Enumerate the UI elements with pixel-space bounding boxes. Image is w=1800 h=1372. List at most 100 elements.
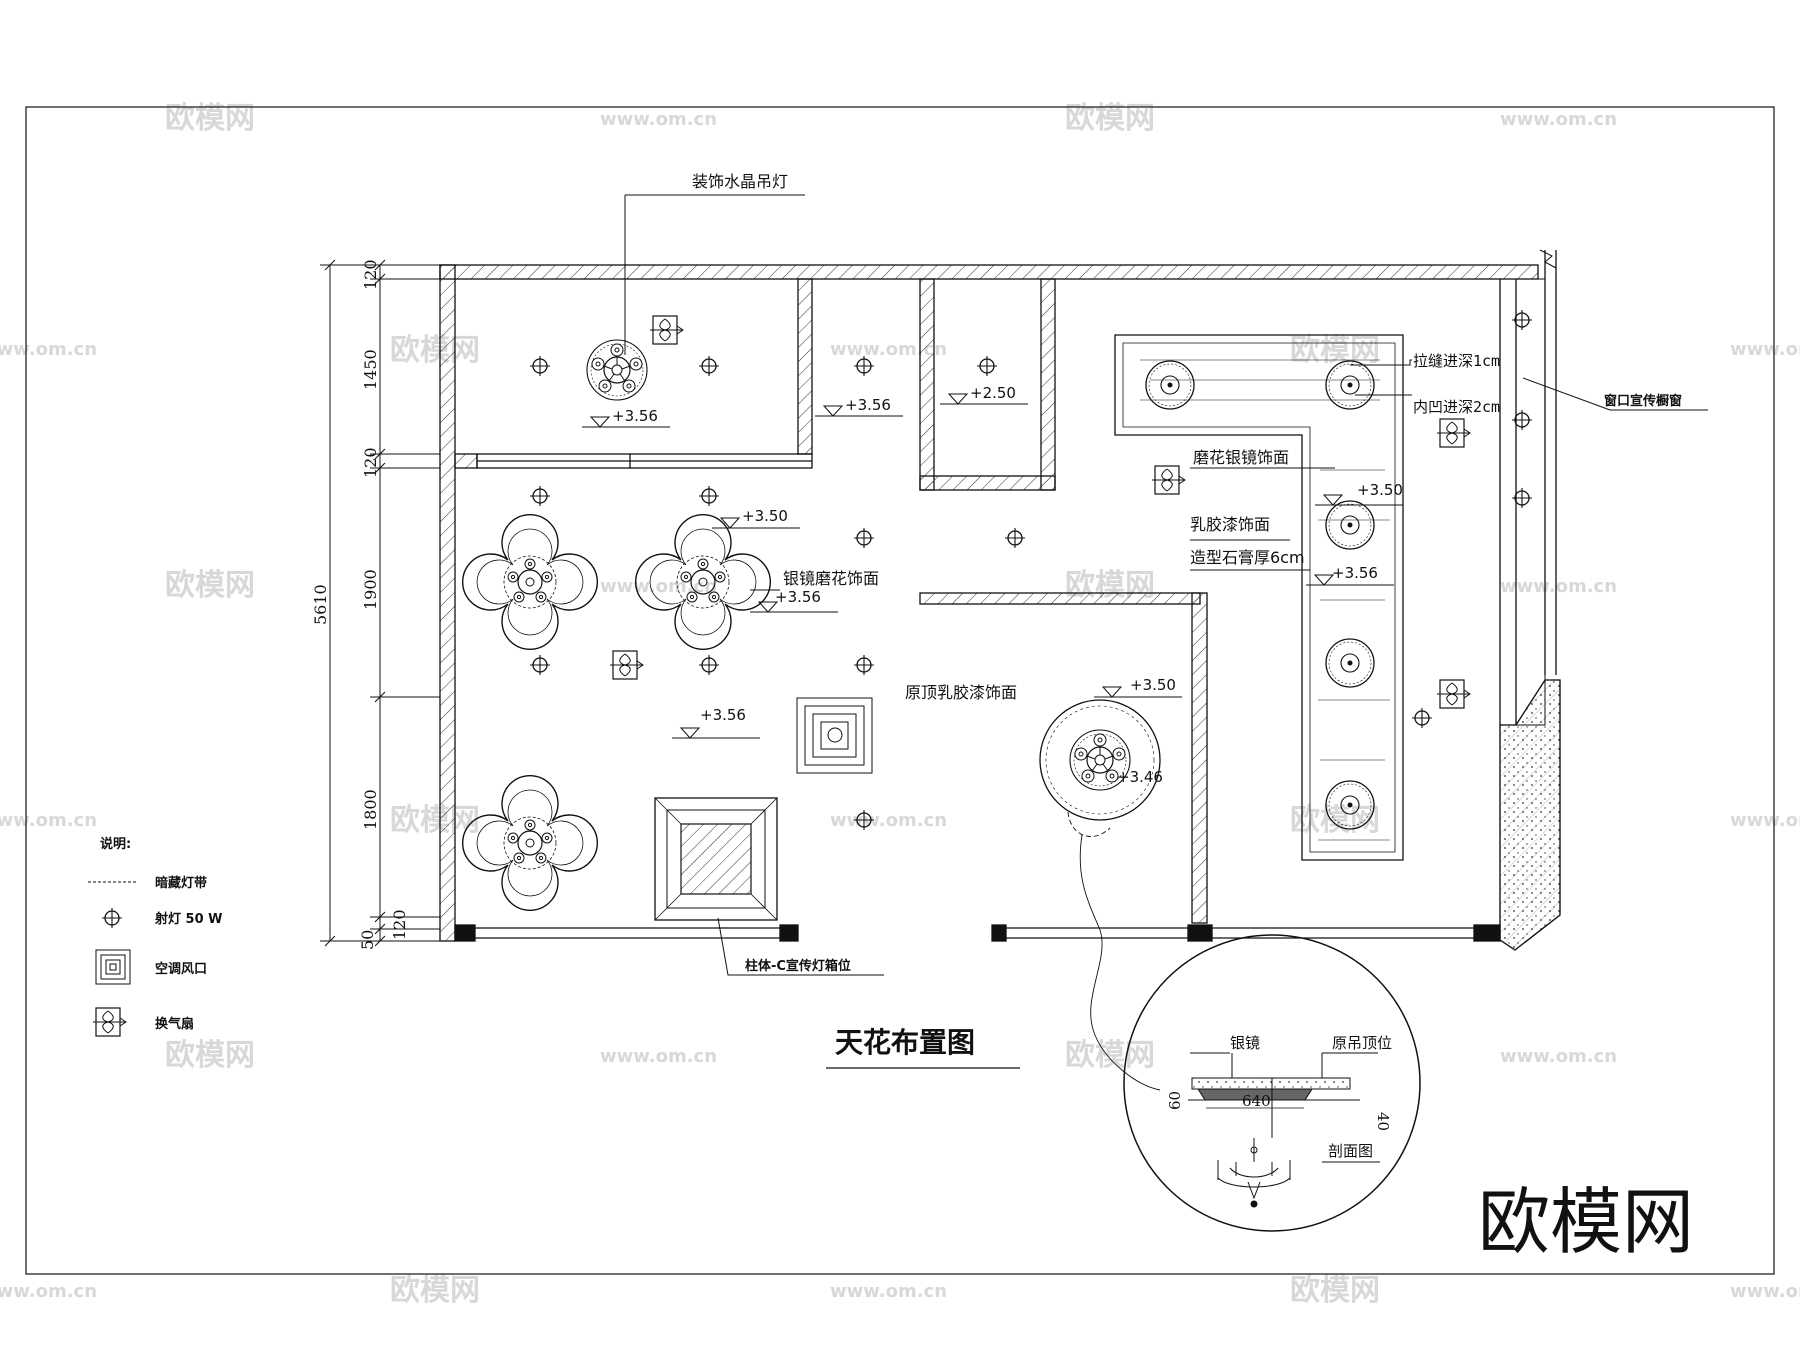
watermark-brand: 欧模网: [390, 803, 480, 838]
drawing-title: 天花布置图: [835, 1026, 975, 1059]
legend-ac-vent-icon: [95, 949, 131, 985]
dimension-segment: 1800: [361, 789, 380, 830]
downlight: [1325, 360, 1375, 410]
section-width-dim: 640: [1242, 1092, 1271, 1110]
spotlight-icon: [1511, 309, 1533, 331]
annotations: 装饰水晶吊灯 拉缝进深1cm 内凹进深2cm 窗口宣传橱窗 磨花银镜饰面 乳胶漆…: [692, 172, 1682, 974]
exhaust-fan-icon: [1436, 679, 1471, 709]
elevation-label: +3.46: [1117, 768, 1163, 786]
watermark-brand: 欧模网: [1290, 803, 1380, 838]
drawing-border: [25, 106, 1775, 1275]
spotlight-icon: [1004, 527, 1026, 549]
dimension-segment: 1450: [361, 349, 380, 390]
latex-paint-label: 乳胶漆饰面: [1190, 515, 1270, 534]
dimension-segment: 50: [358, 930, 377, 950]
downlight: [1325, 500, 1375, 550]
watermark-logo: 欧模网: [1478, 1180, 1694, 1264]
downlight: [1325, 638, 1375, 688]
legend-item-label: 空调风口: [155, 961, 207, 977]
spotlight-icon: [853, 527, 875, 549]
dimension-segment: 120: [361, 259, 380, 290]
window-display-strip: [1499, 278, 1546, 726]
legend-spotlight-icon: [101, 907, 123, 929]
round-chandelier: [1039, 699, 1161, 837]
spotlight-icon: [529, 355, 551, 377]
watermark-brand: 欧模网: [1290, 1273, 1380, 1308]
slot-depth-label: 拉缝进深1cm: [1413, 352, 1500, 370]
crystal-chandelier-icon: [586, 339, 648, 401]
elevation-label: +3.56: [1332, 564, 1378, 582]
elevation-label: +3.50: [742, 507, 788, 525]
watermark-brand: 欧模网: [165, 1038, 255, 1073]
recess-depth-label: 内凹进深2cm: [1413, 398, 1500, 416]
section-right-dim: 40: [1374, 1112, 1392, 1131]
watermark-url: www.om.cn: [600, 109, 717, 130]
window-display-label: 窗口宣传橱窗: [1604, 393, 1682, 409]
spotlight-icon: [853, 654, 875, 676]
watermark-url: www.om.cn: [0, 1281, 97, 1302]
watermark-brand: 欧模网: [1065, 1038, 1155, 1073]
section-detail: 银镜 原吊顶位 640 60 40 剖面图: [1123, 934, 1421, 1232]
spotlight-icon: [529, 485, 551, 507]
legend-title: 说明:: [100, 836, 131, 852]
spotlight-icon: [698, 355, 720, 377]
spotlight-icon: [1511, 409, 1533, 431]
pendant-chandelier-icon: [1217, 1138, 1291, 1208]
title-block: 天花布置图: [826, 1026, 1020, 1069]
elevation-label: +3.50: [1130, 676, 1176, 694]
section-mirror-label: 银镜: [1230, 1034, 1260, 1052]
downlight: [1145, 360, 1195, 410]
spotlight-icon: [698, 654, 720, 676]
watermark-url: www.om.cn: [1730, 339, 1800, 360]
watermark-brand: 欧模网: [1290, 333, 1380, 368]
exhaust-fan-icon: [649, 315, 684, 345]
elevation-markers: +3.56 +3.56 +2.50 +3.50 +3.56 +3.50 +3.5…: [581, 384, 1404, 786]
dimension-segment: 120: [361, 447, 380, 478]
walls: [439, 249, 1561, 951]
watermark-url: www.om.cn: [830, 339, 947, 360]
legend: 说明: 暗藏灯带 射灯 50 W 空调风口 换气扇: [88, 836, 222, 1037]
clover-chandelier-icon: [461, 774, 599, 912]
spotlight-icon: [976, 355, 998, 377]
spotlight-icon: [1511, 487, 1533, 509]
leader-lines: [624, 194, 1708, 1091]
spotlight-icon: [529, 654, 551, 676]
column-lightbox-label: 柱体-C宣传灯箱位: [745, 958, 851, 974]
exhaust-fan-icon: [1436, 418, 1471, 448]
exhaust-fans: [609, 315, 1471, 709]
dimension-segment: 120: [390, 909, 409, 940]
legend-item-label: 射灯 50 W: [154, 911, 222, 927]
watermark-url: www.om.cn: [830, 1281, 947, 1302]
legend-item-label: 暗藏灯带: [155, 875, 207, 891]
watermark-url: www.om.cn: [1500, 576, 1617, 597]
watermark-layer: 欧模网 www.om.cn 欧模网 www.om.cn www.om.cn 欧模…: [0, 101, 1800, 1308]
watermark-brand: 欧模网: [165, 568, 255, 603]
elevation-label: +3.56: [845, 396, 891, 414]
silver-mirror-frosted-label: 银镜磨花饰面: [783, 569, 879, 588]
watermark-url: www.om.cn: [830, 810, 947, 831]
watermark-url: www.om.cn: [0, 810, 97, 831]
crystal-chandelier-label: 装饰水晶吊灯: [692, 172, 788, 191]
column-lightbox: [654, 797, 778, 921]
exhaust-fan-icon: [1151, 465, 1186, 495]
watermark-brand: 欧模网: [390, 333, 480, 368]
watermark-brand: 欧模网: [1065, 101, 1155, 136]
spotlight-icon: [1411, 707, 1433, 729]
clover-chandelier-icon: [461, 513, 599, 651]
elevation-label: +3.50: [1357, 481, 1403, 499]
dimension-chain: [320, 259, 440, 947]
l-ceiling-feature: [1114, 334, 1404, 861]
legend-item-label: 换气扇: [155, 1016, 194, 1032]
watermark-url: www.om.cn: [1730, 810, 1800, 831]
watermark-url: www.om.cn: [1500, 109, 1617, 130]
spotlight-icon: [698, 485, 720, 507]
frosted-silver-mirror-label: 磨花银镜饰面: [1193, 448, 1289, 467]
dimension-segment: 1900: [361, 569, 380, 610]
legend-exhaust-fan-icon: [92, 1007, 127, 1037]
elevation-label: +3.56: [700, 706, 746, 724]
elevation-label: +3.56: [612, 407, 658, 425]
watermark-brand: 欧模网: [390, 1273, 480, 1308]
watermark-url: www.om.cn: [1730, 1281, 1800, 1302]
watermark-brand: 欧模网: [165, 101, 255, 136]
